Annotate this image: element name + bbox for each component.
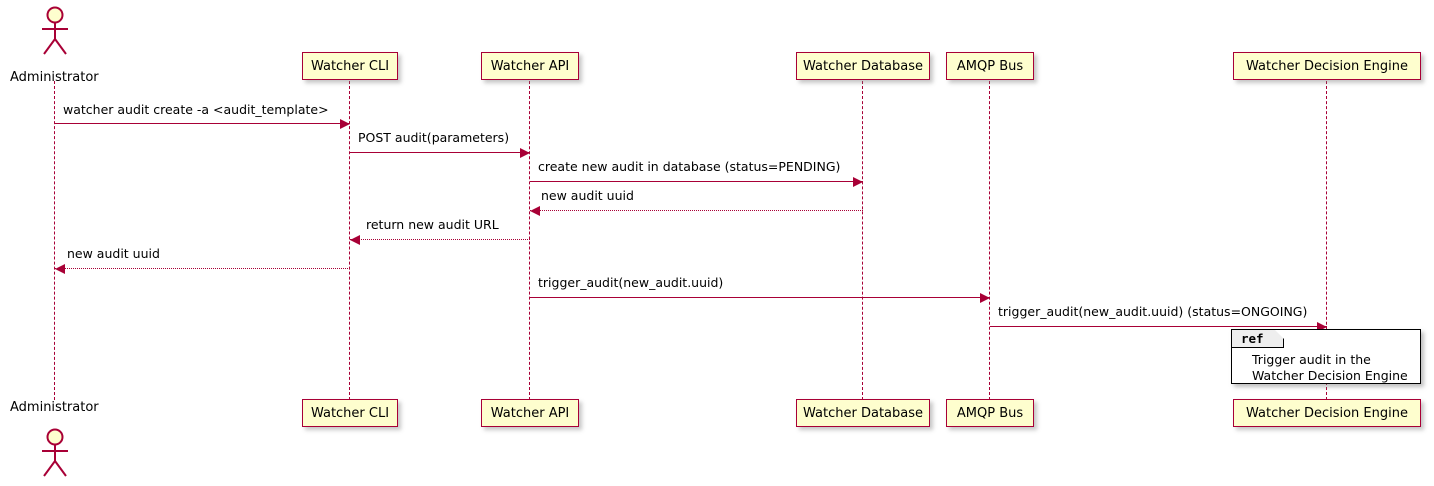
message-arrowhead-5	[350, 234, 360, 245]
message-label-1: watcher audit create -a <audit_template>	[63, 102, 329, 117]
message-label-3: create new audit in database (status=PEN…	[538, 159, 841, 174]
message-line-6	[55, 268, 350, 269]
actor-label-admin-top: Administrator	[10, 70, 99, 85]
participant-cli-bottom[interactable]: Watcher CLI	[302, 399, 398, 427]
message-arrowhead-2	[520, 147, 530, 158]
participant-wde-bottom[interactable]: Watcher Decision Engine	[1233, 399, 1421, 427]
lifeline-api	[529, 81, 531, 400]
participant-api-top[interactable]: Watcher API	[481, 52, 579, 80]
lifeline-cli	[349, 81, 351, 400]
message-arrowhead-8	[1317, 321, 1327, 332]
message-arrowhead-7	[980, 292, 990, 303]
message-line-4	[530, 210, 863, 211]
participant-api-bottom[interactable]: Watcher API	[481, 399, 579, 427]
participant-wde-top[interactable]: Watcher Decision Engine	[1233, 52, 1421, 80]
message-arrowhead-6	[55, 263, 65, 274]
message-label-7: trigger_audit(new_audit.uuid)	[538, 275, 724, 290]
message-line-3	[530, 181, 863, 182]
message-label-4: new audit uuid	[541, 188, 634, 203]
actor-figure-admin-top[interactable]	[35, 6, 75, 60]
actor-label-admin-bottom: Administrator	[10, 400, 99, 415]
message-label-5: return new audit URL	[366, 217, 499, 232]
message-arrowhead-4	[530, 205, 540, 216]
lifeline-wde	[1326, 81, 1328, 400]
lifeline-db	[862, 81, 864, 400]
message-line-2	[350, 152, 530, 153]
ref-fragment-tab: ref	[1232, 330, 1284, 348]
message-label-2: POST audit(parameters)	[358, 130, 510, 145]
message-arrowhead-3	[853, 176, 863, 187]
ref-fragment-line: Watcher Decision Engine	[1252, 368, 1408, 383]
actor-figure-admin-bottom[interactable]	[35, 428, 75, 482]
message-label-8: trigger_audit(new_audit.uuid) (status=ON…	[998, 304, 1308, 319]
message-line-7	[530, 297, 990, 298]
message-arrowhead-1	[340, 118, 350, 129]
participant-cli-top[interactable]: Watcher CLI	[302, 52, 398, 80]
participant-db-top[interactable]: Watcher Database	[796, 52, 930, 80]
lifeline-admin	[54, 81, 56, 400]
message-label-6: new audit uuid	[67, 246, 160, 261]
message-line-8	[990, 326, 1327, 327]
message-line-5	[350, 239, 530, 240]
participant-amqp-bottom[interactable]: AMQP Bus	[946, 399, 1034, 427]
ref-fragment-line: Trigger audit in the	[1252, 352, 1371, 367]
participant-amqp-top[interactable]: AMQP Bus	[946, 52, 1034, 80]
message-line-1	[55, 123, 350, 124]
participant-db-bottom[interactable]: Watcher Database	[796, 399, 930, 427]
lifeline-amqp	[989, 81, 991, 400]
